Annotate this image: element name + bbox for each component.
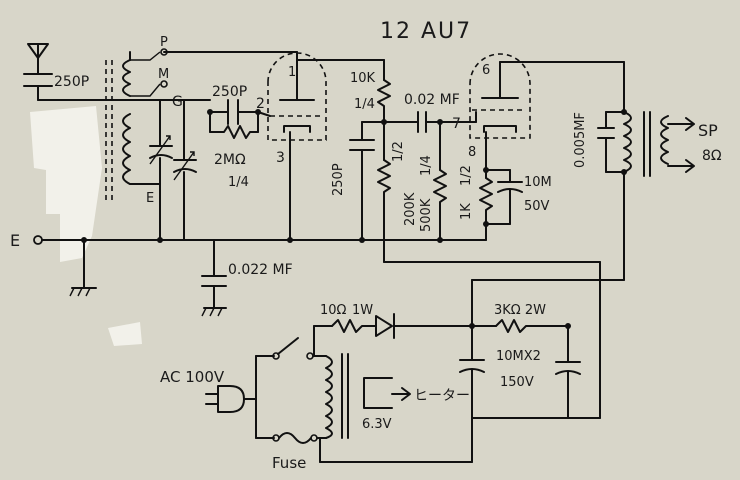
filter-capacitor-2 (555, 325, 581, 419)
filter-capacitor-1 (459, 325, 485, 419)
coil-e-label: E (146, 191, 154, 206)
tube-section-2 (469, 53, 531, 171)
filter-caps-label: 10MX2 (496, 349, 541, 364)
coil-g-label: G (172, 94, 183, 110)
terminal-m (160, 80, 168, 88)
correction-smudge-small (108, 322, 142, 346)
pin-3-label: 3 (276, 150, 285, 166)
fuse-label: Fuse (272, 454, 306, 472)
cathode-resistor-watt: 1/2 (459, 165, 474, 186)
junction-cathode-bottom (483, 221, 489, 227)
junction-gnd-3 (287, 237, 293, 243)
ground-capacitor (201, 239, 227, 317)
heater-volt-label: 6.3V (362, 417, 392, 432)
speaker-capacitor (597, 111, 625, 173)
antenna-symbol (27, 43, 49, 75)
heater-output (363, 377, 411, 409)
grid-capacitor (209, 99, 259, 125)
junction-gnd-2 (157, 237, 163, 243)
load-resistor (377, 121, 391, 263)
rect-resistor-watt: 1W (352, 303, 373, 318)
tube-title: 12 AU7 (380, 19, 472, 44)
load-resistor-watt: 1/2 (391, 141, 406, 162)
earth-symbol (69, 287, 97, 297)
cathode-cap-label: 10M (524, 175, 552, 190)
tuning-coil (105, 59, 131, 200)
junction-gnd-5 (437, 237, 443, 243)
pin-2-label: 2 (256, 96, 265, 112)
filter-resistor (471, 319, 569, 333)
grid-leak-resistor (433, 121, 447, 241)
grid-leak-label: 500K (419, 198, 434, 232)
grid-resistor (209, 111, 259, 139)
coupling-cap-label: 0.02 MF (404, 92, 460, 108)
coil-p-label: P (160, 35, 168, 50)
filter-resistor-label: 3KΩ 2W (494, 303, 546, 318)
plate-resistor-watt: 1/4 (354, 97, 375, 112)
pin-6-label: 6 (482, 63, 490, 78)
antenna-cap-label: 250P (54, 74, 89, 90)
ac-plug (205, 385, 257, 413)
speaker-leads (667, 117, 695, 173)
junction-grid-left (207, 109, 213, 115)
speaker-label: SP (698, 121, 718, 140)
pin-7-label: 7 (452, 116, 461, 132)
cathode-resistor (479, 169, 493, 225)
filter-caps-volt: 150V (500, 375, 534, 390)
grid-leak-watt: 1/4 (419, 155, 434, 176)
speaker-cap-label: 0.005MF (573, 112, 588, 168)
ground-terminal[interactable] (33, 235, 43, 245)
speaker-ohm-label: 8Ω (702, 148, 722, 164)
tube-section-1 (257, 52, 327, 241)
grid-cap-label: 250P (212, 84, 247, 100)
antenna-capacitor (23, 73, 53, 101)
ground-cap-label: 0.022 MF (228, 262, 293, 278)
ground-terminal-label: E (10, 231, 20, 250)
coil-m-label: M (158, 67, 169, 82)
variable-capacitor-1 (149, 111, 173, 191)
junction-gnd-4 (359, 237, 365, 243)
rectifier-diode (375, 313, 473, 339)
fuse (272, 432, 318, 444)
cathode-capacitor (485, 169, 523, 225)
rect-resistor-label: 10Ω (320, 303, 347, 318)
bypass-capacitor (349, 121, 375, 241)
power-switch[interactable] (272, 337, 314, 360)
output-transformer (605, 111, 669, 177)
pin-1-label: 1 (288, 65, 296, 80)
power-transformer (319, 353, 349, 439)
heater-label: ヒーター (414, 388, 470, 404)
grid-resistor-watt: 1/4 (228, 175, 249, 190)
plate-resistor (377, 59, 391, 123)
correction-smudge (30, 106, 102, 262)
bypass-cap-label: 250P (331, 163, 346, 196)
coupling-capacitor (405, 111, 477, 133)
cathode-cap-volt: 50V (524, 199, 550, 214)
cathode-resistor-label: 1K (459, 203, 474, 220)
load-resistor-label: 200K (403, 192, 418, 226)
rectifier-resistor (331, 319, 377, 333)
ac-input-label: AC 100V (160, 368, 225, 386)
grid-resistor-label: 2MΩ (214, 152, 246, 168)
coil-taps (130, 51, 161, 97)
plate-resistor-label: 10K (350, 71, 376, 86)
pin-8-label: 8 (468, 145, 476, 160)
variable-capacitor-2 (173, 99, 197, 241)
